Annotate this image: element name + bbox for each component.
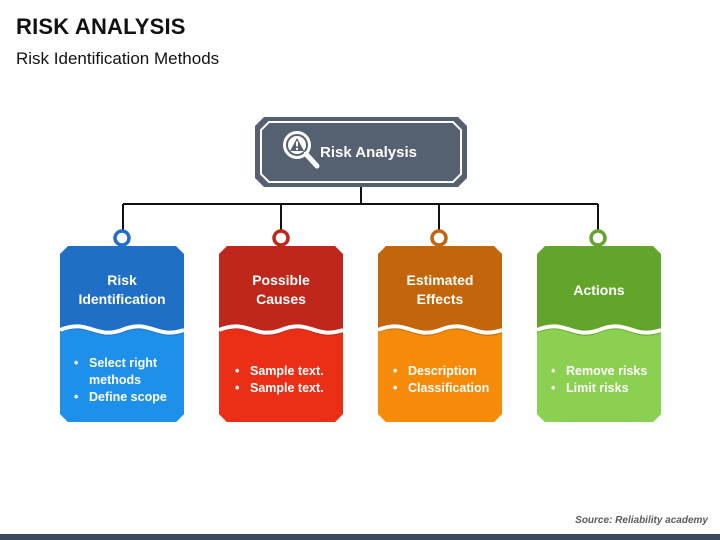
- connector-lines: [122, 186, 599, 230]
- card-bullet-list: Remove risks Limit risks: [551, 363, 657, 397]
- list-item: Sample text.: [235, 380, 341, 397]
- magnifier-warning-icon: [283, 131, 320, 169]
- root-node: [255, 117, 467, 187]
- card-ring-icon: [113, 229, 131, 247]
- card-bullet-list: Description Classification: [393, 363, 499, 397]
- card-title: Possible Causes: [252, 272, 310, 307]
- list-item: Define scope: [74, 389, 180, 406]
- list-item: Description: [393, 363, 499, 380]
- list-item: Limit risks: [551, 380, 657, 397]
- page-title: RISK ANALYSIS: [16, 14, 186, 39]
- list-item: Sample text.: [235, 363, 341, 380]
- card-wave-divider: [219, 324, 343, 335]
- card-title: Risk Identification: [78, 272, 166, 307]
- card-wave-divider: [537, 324, 661, 335]
- source-caption: Source: Reliability academy: [575, 515, 708, 526]
- list-item: Classification: [393, 380, 499, 397]
- list-item: Remove risks: [551, 363, 657, 380]
- page-subtitle: Risk Identification Methods: [16, 49, 220, 68]
- card-ring-icon: [430, 229, 448, 247]
- root-node-inner: [260, 121, 462, 183]
- root-node-label: Risk Analysis: [320, 143, 417, 161]
- bottom-band: [0, 534, 720, 540]
- card-ring-icon: [272, 229, 290, 247]
- card-bullet-list: Select right methods Define scope: [74, 355, 180, 406]
- card-ring-icon: [589, 229, 607, 247]
- card-title: Actions: [573, 281, 625, 298]
- card-title: Estimated Effects: [406, 272, 474, 307]
- card-wave-divider: [378, 324, 502, 335]
- card-wave-divider: [60, 324, 184, 335]
- card-bullet-list: Sample text. Sample text.: [235, 363, 341, 397]
- list-item: Select right methods: [74, 355, 180, 389]
